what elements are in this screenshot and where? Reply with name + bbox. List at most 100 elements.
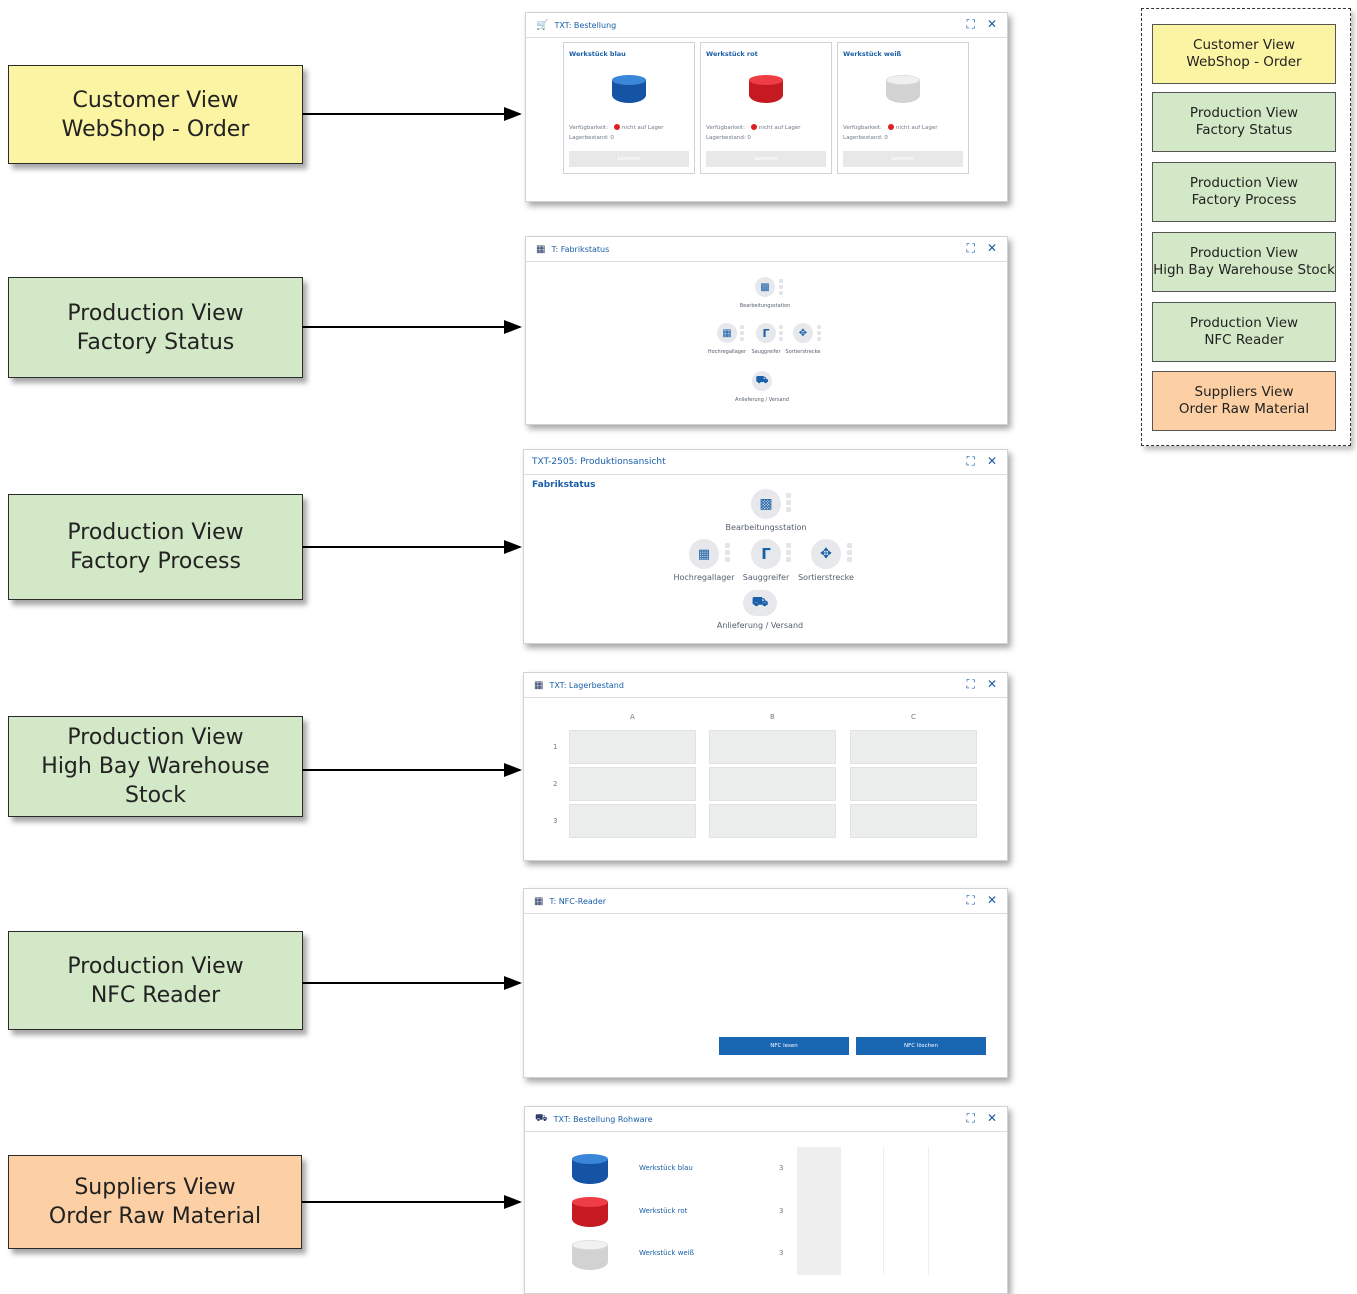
- nfc-delete-button[interactable]: NFC löschen: [856, 1037, 986, 1055]
- item-name: Werkstück blau: [639, 1164, 693, 1172]
- label-line1: Production View: [67, 953, 244, 979]
- panel-header: ▦ T: NFC-Reader ⛶✕: [524, 889, 1007, 914]
- label-line1: Production View: [67, 725, 244, 750]
- close-icon[interactable]: ✕: [986, 17, 997, 31]
- truck-icon: ⛟: [752, 371, 772, 391]
- gripper-icon: Γ: [751, 539, 781, 569]
- workpiece-blue-image: [612, 75, 646, 103]
- station-processing[interactable]: ▩ Bearbeitungsstation: [732, 277, 798, 309]
- close-icon[interactable]: ✕: [986, 677, 997, 691]
- workpiece-white-image: [572, 1240, 608, 1270]
- panel-title: TXT: Bestellung: [554, 20, 617, 30]
- expand-icon[interactable]: ⛶: [966, 677, 975, 691]
- sorting-icon: ✥: [811, 539, 841, 569]
- panel-title: TXT-2505: Produktionsansicht: [532, 457, 666, 467]
- storage-slot[interactable]: [709, 767, 836, 801]
- close-icon[interactable]: ✕: [986, 454, 997, 468]
- product-info: Verfügbarkeit:nicht auf Lager Lagerbesta…: [843, 124, 938, 141]
- storage-slot[interactable]: [850, 804, 977, 838]
- workpiece-blue-image: [572, 1154, 608, 1184]
- expand-icon[interactable]: ⛶: [966, 454, 975, 468]
- processing-station-icon: ▩: [751, 489, 781, 519]
- expand-icon[interactable]: ⛶: [966, 241, 975, 255]
- storage-slot[interactable]: [709, 730, 836, 764]
- label-line1: Production View: [67, 300, 244, 326]
- station-gripper[interactable]: Γ Sauggreifer: [740, 539, 792, 582]
- storage-slot[interactable]: [569, 730, 696, 764]
- storage-slot[interactable]: [709, 804, 836, 838]
- label-line1: Suppliers View: [74, 1175, 236, 1200]
- panel-header: 🛒 TXT: Bestellung ⛶✕: [526, 13, 1007, 38]
- station-processing[interactable]: ▩ Bearbeitungsstation: [724, 489, 808, 532]
- truck-icon: ⛟: [535, 1112, 548, 1124]
- panel-title: T: Fabrikstatus: [551, 244, 610, 254]
- nfc-read-button[interactable]: NFC lesen: [719, 1037, 849, 1055]
- section-title: Fabrikstatus: [532, 480, 596, 490]
- order-button[interactable]: bestellen: [569, 151, 689, 167]
- factory-process-panel: TXT-2505: Produktionsansicht ⛶ ✕ Fabrikst…: [523, 449, 1008, 644]
- close-icon[interactable]: ✕: [986, 893, 997, 907]
- station-warehouse[interactable]: ▦ Hochregallager: [673, 539, 735, 582]
- warehouse-icon: ▦: [717, 323, 737, 343]
- station-delivery[interactable]: ⛟ Anlieferung / Versand: [714, 590, 806, 630]
- factory-icon: ▦: [536, 243, 546, 255]
- arrow-warehouse: [302, 763, 522, 777]
- arrow-factory-process: [302, 540, 522, 554]
- arrow-webshop: [302, 107, 522, 121]
- station-label: Anlieferung / Versand: [735, 397, 789, 403]
- close-icon[interactable]: ✕: [986, 241, 997, 255]
- storage-slot[interactable]: [850, 730, 977, 764]
- station-label: Hochregallager: [707, 349, 747, 355]
- storage-slot[interactable]: [569, 804, 696, 838]
- expand-icon[interactable]: ⛶: [966, 17, 975, 31]
- truck-icon: ⛟: [743, 590, 777, 616]
- station-label: Hochregallager: [673, 573, 735, 582]
- product-name: Werkstück blau: [569, 50, 626, 58]
- station-label: Bearbeitungsstation: [739, 303, 791, 309]
- order-button[interactable]: bestellen: [706, 151, 826, 167]
- product-name: Werkstück weiß: [843, 50, 902, 58]
- column-divider: [883, 1147, 884, 1275]
- panel-title: T: NFC-Reader: [549, 896, 607, 906]
- close-icon[interactable]: ✕: [986, 1111, 997, 1125]
- station-sorting[interactable]: ✥ Sortierstrecke: [782, 323, 824, 355]
- station-label: Bearbeitungsstation: [725, 523, 807, 532]
- station-label: Sauggreifer: [742, 573, 790, 582]
- storage-slot[interactable]: [850, 767, 977, 801]
- panel-title: TXT: Bestellung Rohware: [553, 1114, 653, 1124]
- order-input-column[interactable]: [797, 1147, 841, 1275]
- station-gripper[interactable]: Γ Sauggreifer: [746, 323, 786, 355]
- product-card-red: Werkstück rot Verfügbarkeit:nicht auf La…: [700, 42, 832, 174]
- panel-header: ▦ T: Fabrikstatus ⛶ ✕: [526, 237, 1007, 262]
- item-quantity: 3: [779, 1249, 784, 1257]
- expand-icon[interactable]: ⛶: [966, 1111, 975, 1125]
- expand-icon[interactable]: ⛶: [966, 893, 975, 907]
- storage-slot[interactable]: [569, 767, 696, 801]
- gripper-icon: Γ: [756, 323, 776, 343]
- station-delivery[interactable]: ⛟ Anlieferung / Versand: [732, 371, 792, 403]
- label-line1: Customer View: [72, 87, 239, 113]
- label-line2: Order Raw Material: [48, 1204, 262, 1229]
- webshop-panel: 🛒 TXT: Bestellung ⛶✕ Werkstück blau Verf…: [525, 12, 1008, 202]
- factory-status-panel: ▦ T: Fabrikstatus ⛶ ✕ ▩ Bearbeitungsstati…: [525, 236, 1008, 425]
- column-header: C: [911, 713, 916, 721]
- column-header: A: [630, 713, 635, 721]
- station-sorting[interactable]: ✥ Sortierstrecke: [798, 539, 854, 582]
- factory-icon: ▦: [534, 679, 544, 691]
- arrow-factory-status: [302, 320, 522, 334]
- item-quantity: 3: [779, 1164, 784, 1172]
- station-warehouse[interactable]: ▦ Hochregallager: [707, 323, 747, 355]
- arrow-nfc: [302, 976, 522, 990]
- warehouse-panel: ▦ TXT: Lagerbestand ⛶✕ A B C 1 2 3: [523, 672, 1008, 861]
- order-button[interactable]: bestellen: [843, 151, 963, 167]
- label-line1: Production View: [67, 520, 244, 545]
- panel-header: TXT-2505: Produktionsansicht ⛶ ✕: [524, 450, 1007, 475]
